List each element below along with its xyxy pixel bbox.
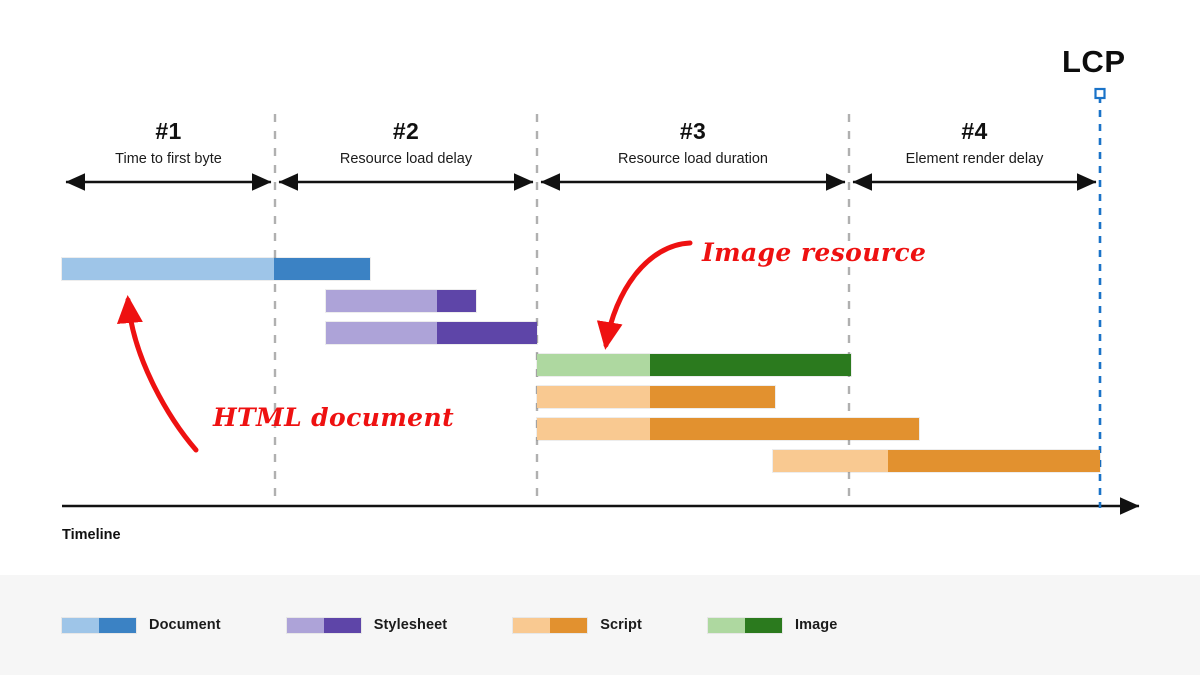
- phase-number: #1: [155, 118, 182, 144]
- bar-segment-dark: [650, 386, 775, 408]
- bar-segment-light: [326, 290, 437, 312]
- legend-swatch-icon: [62, 617, 136, 633]
- bar-segment-dark: [888, 450, 1100, 472]
- phase-name: Resource load delay: [339, 151, 473, 167]
- phase-number: #3: [679, 118, 707, 144]
- legend-item-image: Image: [707, 617, 838, 633]
- bar-segment-light: [537, 354, 650, 376]
- script-bar-2: [537, 418, 919, 440]
- phase-number: #4: [961, 118, 988, 144]
- lcp-label: LCP: [1062, 44, 1126, 79]
- bar-segment-light: [537, 418, 650, 440]
- phase-header-1: #1 Time to first byte: [62, 118, 275, 169]
- annotation-image-resource: Image resource: [702, 238, 927, 267]
- legend-band: Document Stylesheet Script Image: [0, 575, 1200, 675]
- legend-item-stylesheet: Stylesheet: [286, 617, 448, 633]
- bar-segment-dark: [437, 290, 476, 312]
- phase-number: #2: [392, 118, 420, 144]
- legend-label: Script: [600, 617, 642, 633]
- bar-segment-light: [326, 322, 437, 344]
- bar-segment-light: [62, 258, 274, 280]
- legend: Document Stylesheet Script Image: [62, 617, 903, 633]
- script-bar-1: [537, 386, 775, 408]
- bar-segment-dark: [437, 322, 537, 344]
- lcp-square-marker: [1094, 87, 1106, 100]
- phase-header-4: #4 Element render delay: [849, 118, 1100, 169]
- legend-item-document: Document: [62, 617, 221, 633]
- bar-segment-light: [773, 450, 888, 472]
- phase-name: Resource load duration: [618, 151, 768, 167]
- phase-dividers: [273, 114, 851, 506]
- bar-segment-dark: [650, 354, 851, 376]
- image-resource-arrow: [596, 240, 693, 350]
- phase-name: Element render delay: [905, 151, 1044, 167]
- document-bar: [62, 258, 370, 280]
- phase-header-2: #2 Resource load delay: [275, 118, 537, 169]
- stylesheet-bar-1: [326, 290, 476, 312]
- phase-header-3: #3 Resource load duration: [537, 118, 849, 169]
- timeline-axis-label: Timeline: [62, 527, 121, 543]
- annotation-html-document: HTML document: [213, 403, 455, 432]
- bar-segment-dark: [274, 258, 370, 280]
- script-bar-3: [773, 450, 1100, 472]
- legend-item-script: Script: [513, 617, 642, 633]
- phase-name: Time to first byte: [115, 151, 222, 167]
- legend-label: Image: [794, 617, 838, 633]
- legend-label: Document: [149, 617, 221, 633]
- legend-swatch-icon: [513, 617, 588, 633]
- image-bar: [537, 354, 851, 376]
- legend-swatch-icon: [707, 617, 782, 633]
- bar-segment-dark: [650, 418, 919, 440]
- html-document-arrow: [116, 295, 199, 453]
- legend-swatch-icon: [286, 617, 361, 633]
- bar-segment-light: [537, 386, 650, 408]
- stylesheet-bar-2: [326, 322, 537, 344]
- legend-label: Stylesheet: [373, 617, 448, 633]
